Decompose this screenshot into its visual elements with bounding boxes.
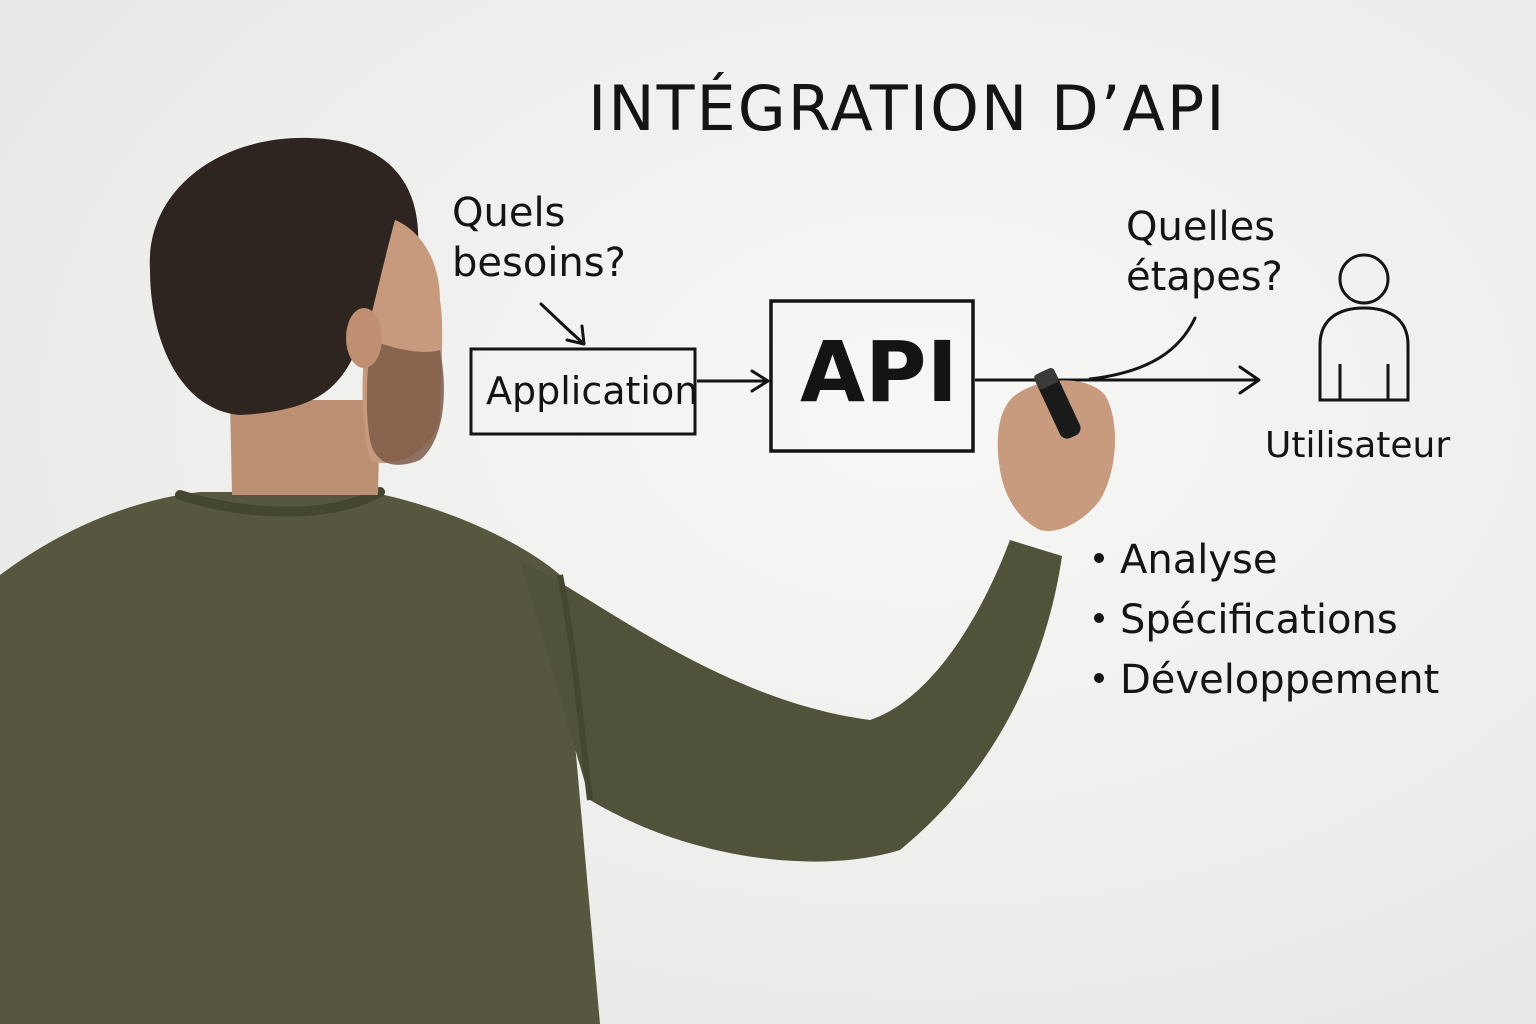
person-neck [230,400,380,495]
question-steps: Quelles étapes? [1126,204,1283,300]
step-label: Développement [1120,657,1440,703]
user-icon [1318,253,1410,402]
marker-icon [1034,368,1081,439]
question-needs: Quels besoins? [452,190,626,286]
person-collar [175,487,385,517]
needs-arrow [539,302,585,345]
steps-curve [1088,316,1197,381]
person-beard [366,340,444,465]
user-label: Utilisateur [1265,425,1451,466]
api-box [769,299,975,453]
api-box-label: API [800,323,958,421]
list-item: Développement [1094,654,1439,714]
application-box-label: Application [486,369,699,413]
person-arm [520,540,1062,862]
needs-arrow-head [565,324,586,346]
list-item: Analyse [1094,534,1439,594]
person-ear [346,308,382,368]
bullet-icon [1094,673,1104,683]
whiteboard-title: INTÉGRATION D’API [588,72,1227,145]
api-to-user-arrow-head [1238,365,1261,395]
step-label: Spécifications [1120,597,1398,643]
application-box [469,347,697,436]
app-to-api-arrow-head [750,369,770,393]
steps-list: Analyse Spécifications Développement [1094,534,1439,714]
person-sleeve-seam [557,574,593,801]
step-label: Analyse [1120,537,1278,583]
bullet-icon [1094,553,1104,563]
person-sweater [0,492,600,1024]
list-item: Spécifications [1094,594,1439,654]
bullet-icon [1094,613,1104,623]
person-hand [997,380,1116,531]
